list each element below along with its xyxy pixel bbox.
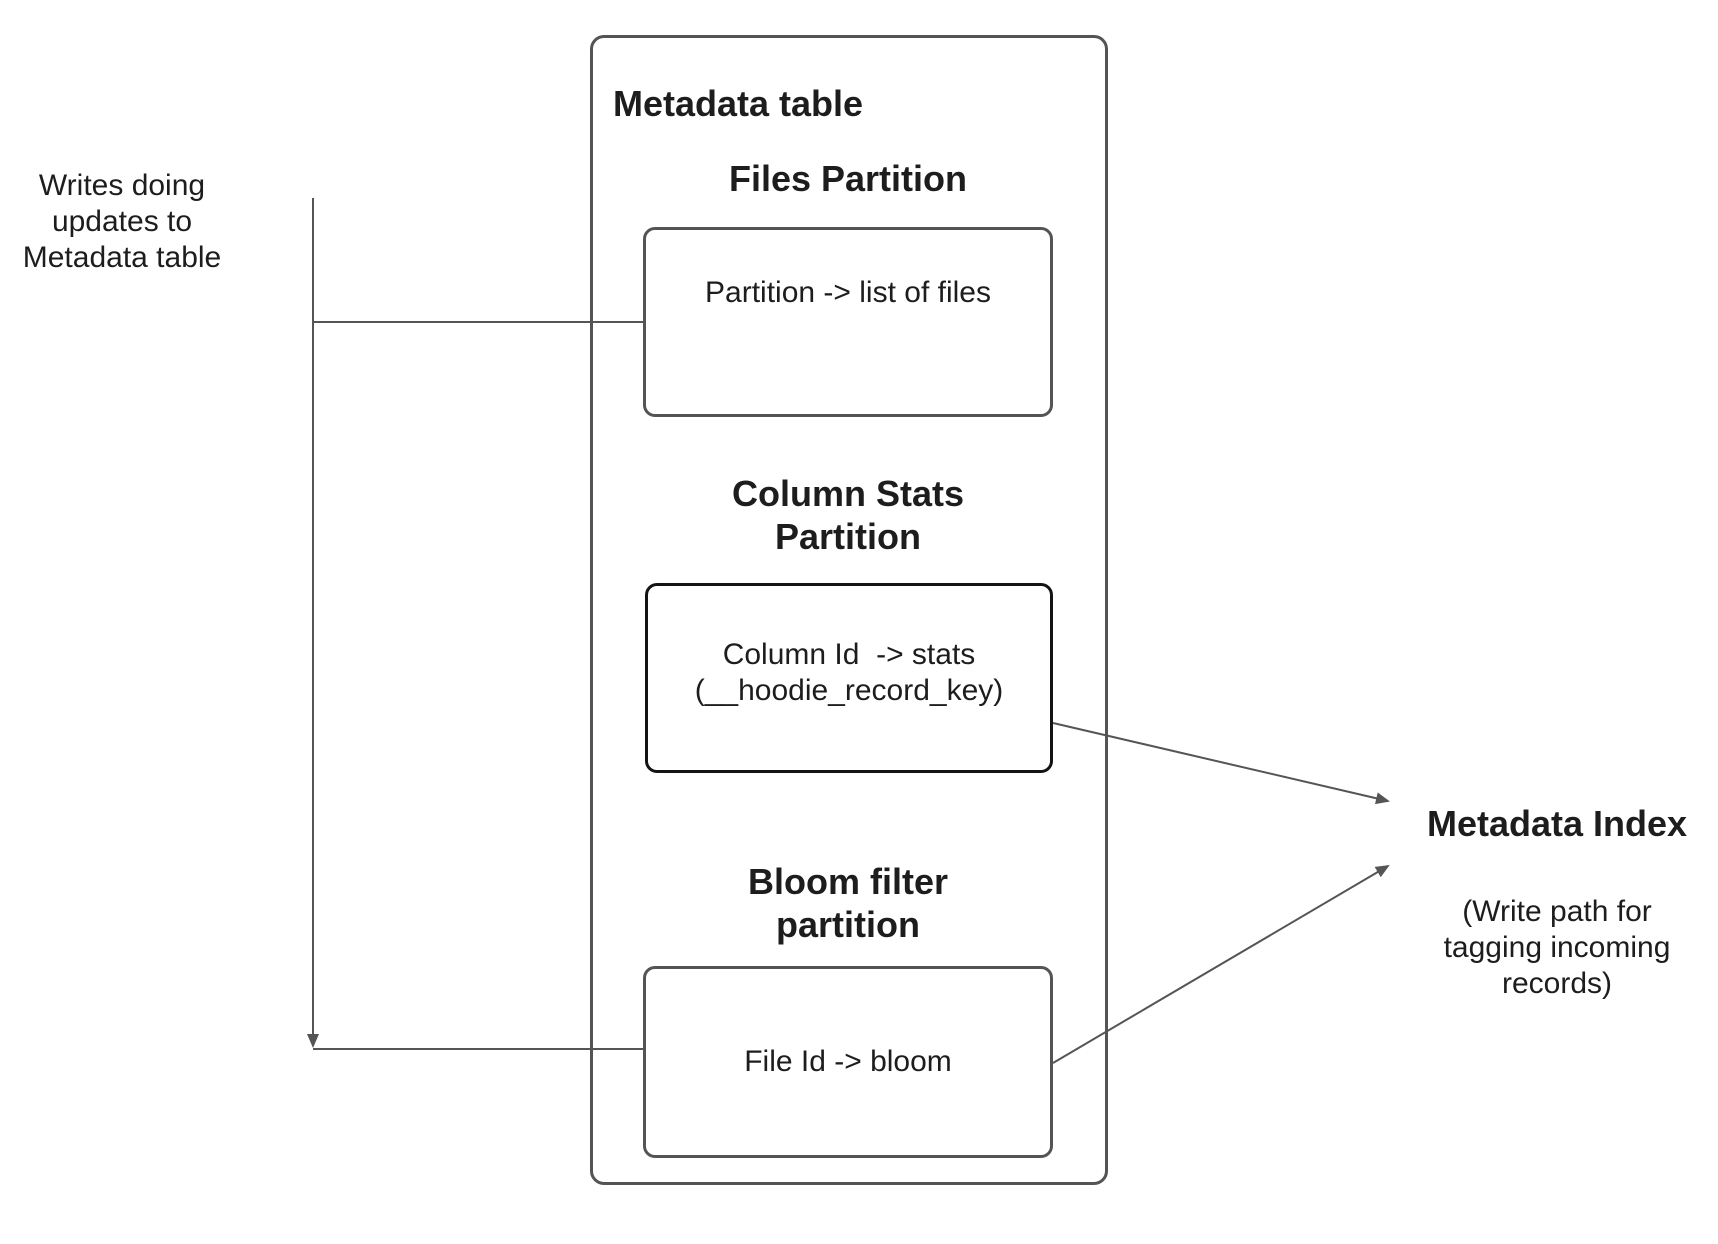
writes-updates-label: Writes doing updates to Metadata table: [22, 169, 222, 274]
column-stats-partition-box: Column Id -> stats (__hoodie_record_key): [645, 583, 1053, 773]
files-partition-box: Partition -> list of files: [643, 227, 1053, 417]
files-partition-content: Partition -> list of files: [705, 276, 991, 309]
metadata-index-subtitle: (Write path for tagging incoming records…: [1443, 895, 1671, 1000]
bloom-filter-partition-content: File Id -> bloom: [744, 1045, 952, 1078]
metadata-index-title: Metadata Index: [1426, 803, 1688, 844]
column-stats-partition-heading: Column Stats Partition: [731, 473, 964, 557]
bloom-filter-partition-heading: Bloom filter partition: [747, 861, 948, 945]
files-partition-heading: Files Partition: [728, 158, 968, 199]
bloom-filter-partition-box: File Id -> bloom: [643, 966, 1053, 1158]
metadata-table-frame: [590, 35, 1108, 1185]
metadata-table-title: Metadata table: [613, 83, 864, 124]
column-stats-partition-content: Column Id -> stats (__hoodie_record_key): [694, 638, 1004, 707]
